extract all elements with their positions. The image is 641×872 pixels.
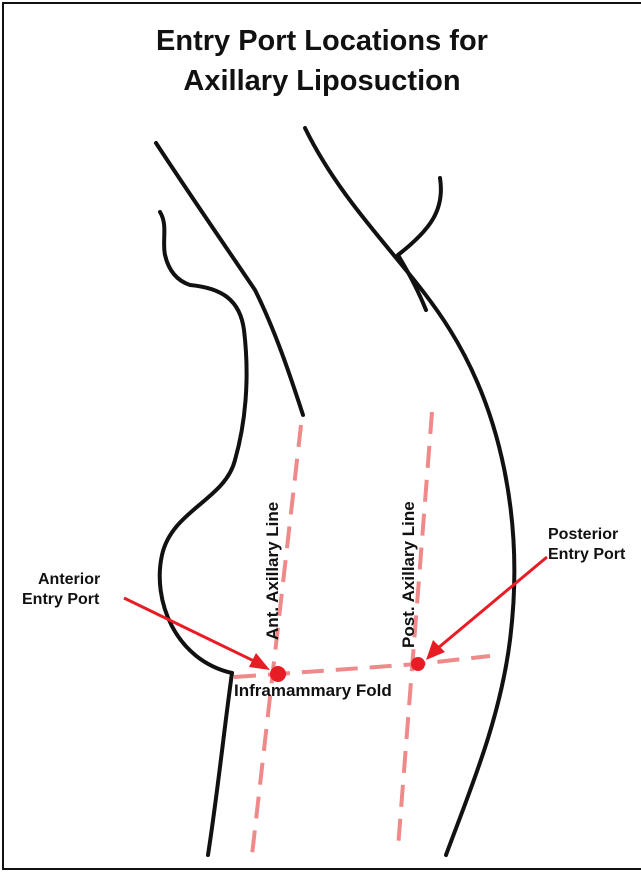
anterior-port-label-line-2: Entry Port xyxy=(22,591,100,608)
inframammary-fold-label: Inframammary Fold xyxy=(234,681,392,700)
back-outline xyxy=(305,128,514,855)
anterior-entry-port-marker xyxy=(270,666,286,682)
posterior-entry-port-marker xyxy=(411,657,425,671)
title-line-1: Entry Port Locations for xyxy=(156,25,488,57)
anterior-chest-wall-outline xyxy=(208,673,232,855)
arm-edge-outline xyxy=(398,178,441,310)
anterior-port-arrowhead xyxy=(249,653,270,670)
post-axillary-line-label: Post. Axillary Line xyxy=(399,501,418,648)
ant-axillary-line-label: Ant. Axillary Line xyxy=(263,502,282,640)
posterior-port-label-line-2: Entry Port xyxy=(548,546,626,563)
anterior-port-label-line-1: Anterior xyxy=(38,571,100,588)
title-line-2: Axillary Liposuction xyxy=(183,65,460,97)
posterior-port-label-line-1: Posterior xyxy=(548,526,618,543)
posterior-port-arrow xyxy=(438,557,547,648)
breast-outline xyxy=(160,212,247,673)
